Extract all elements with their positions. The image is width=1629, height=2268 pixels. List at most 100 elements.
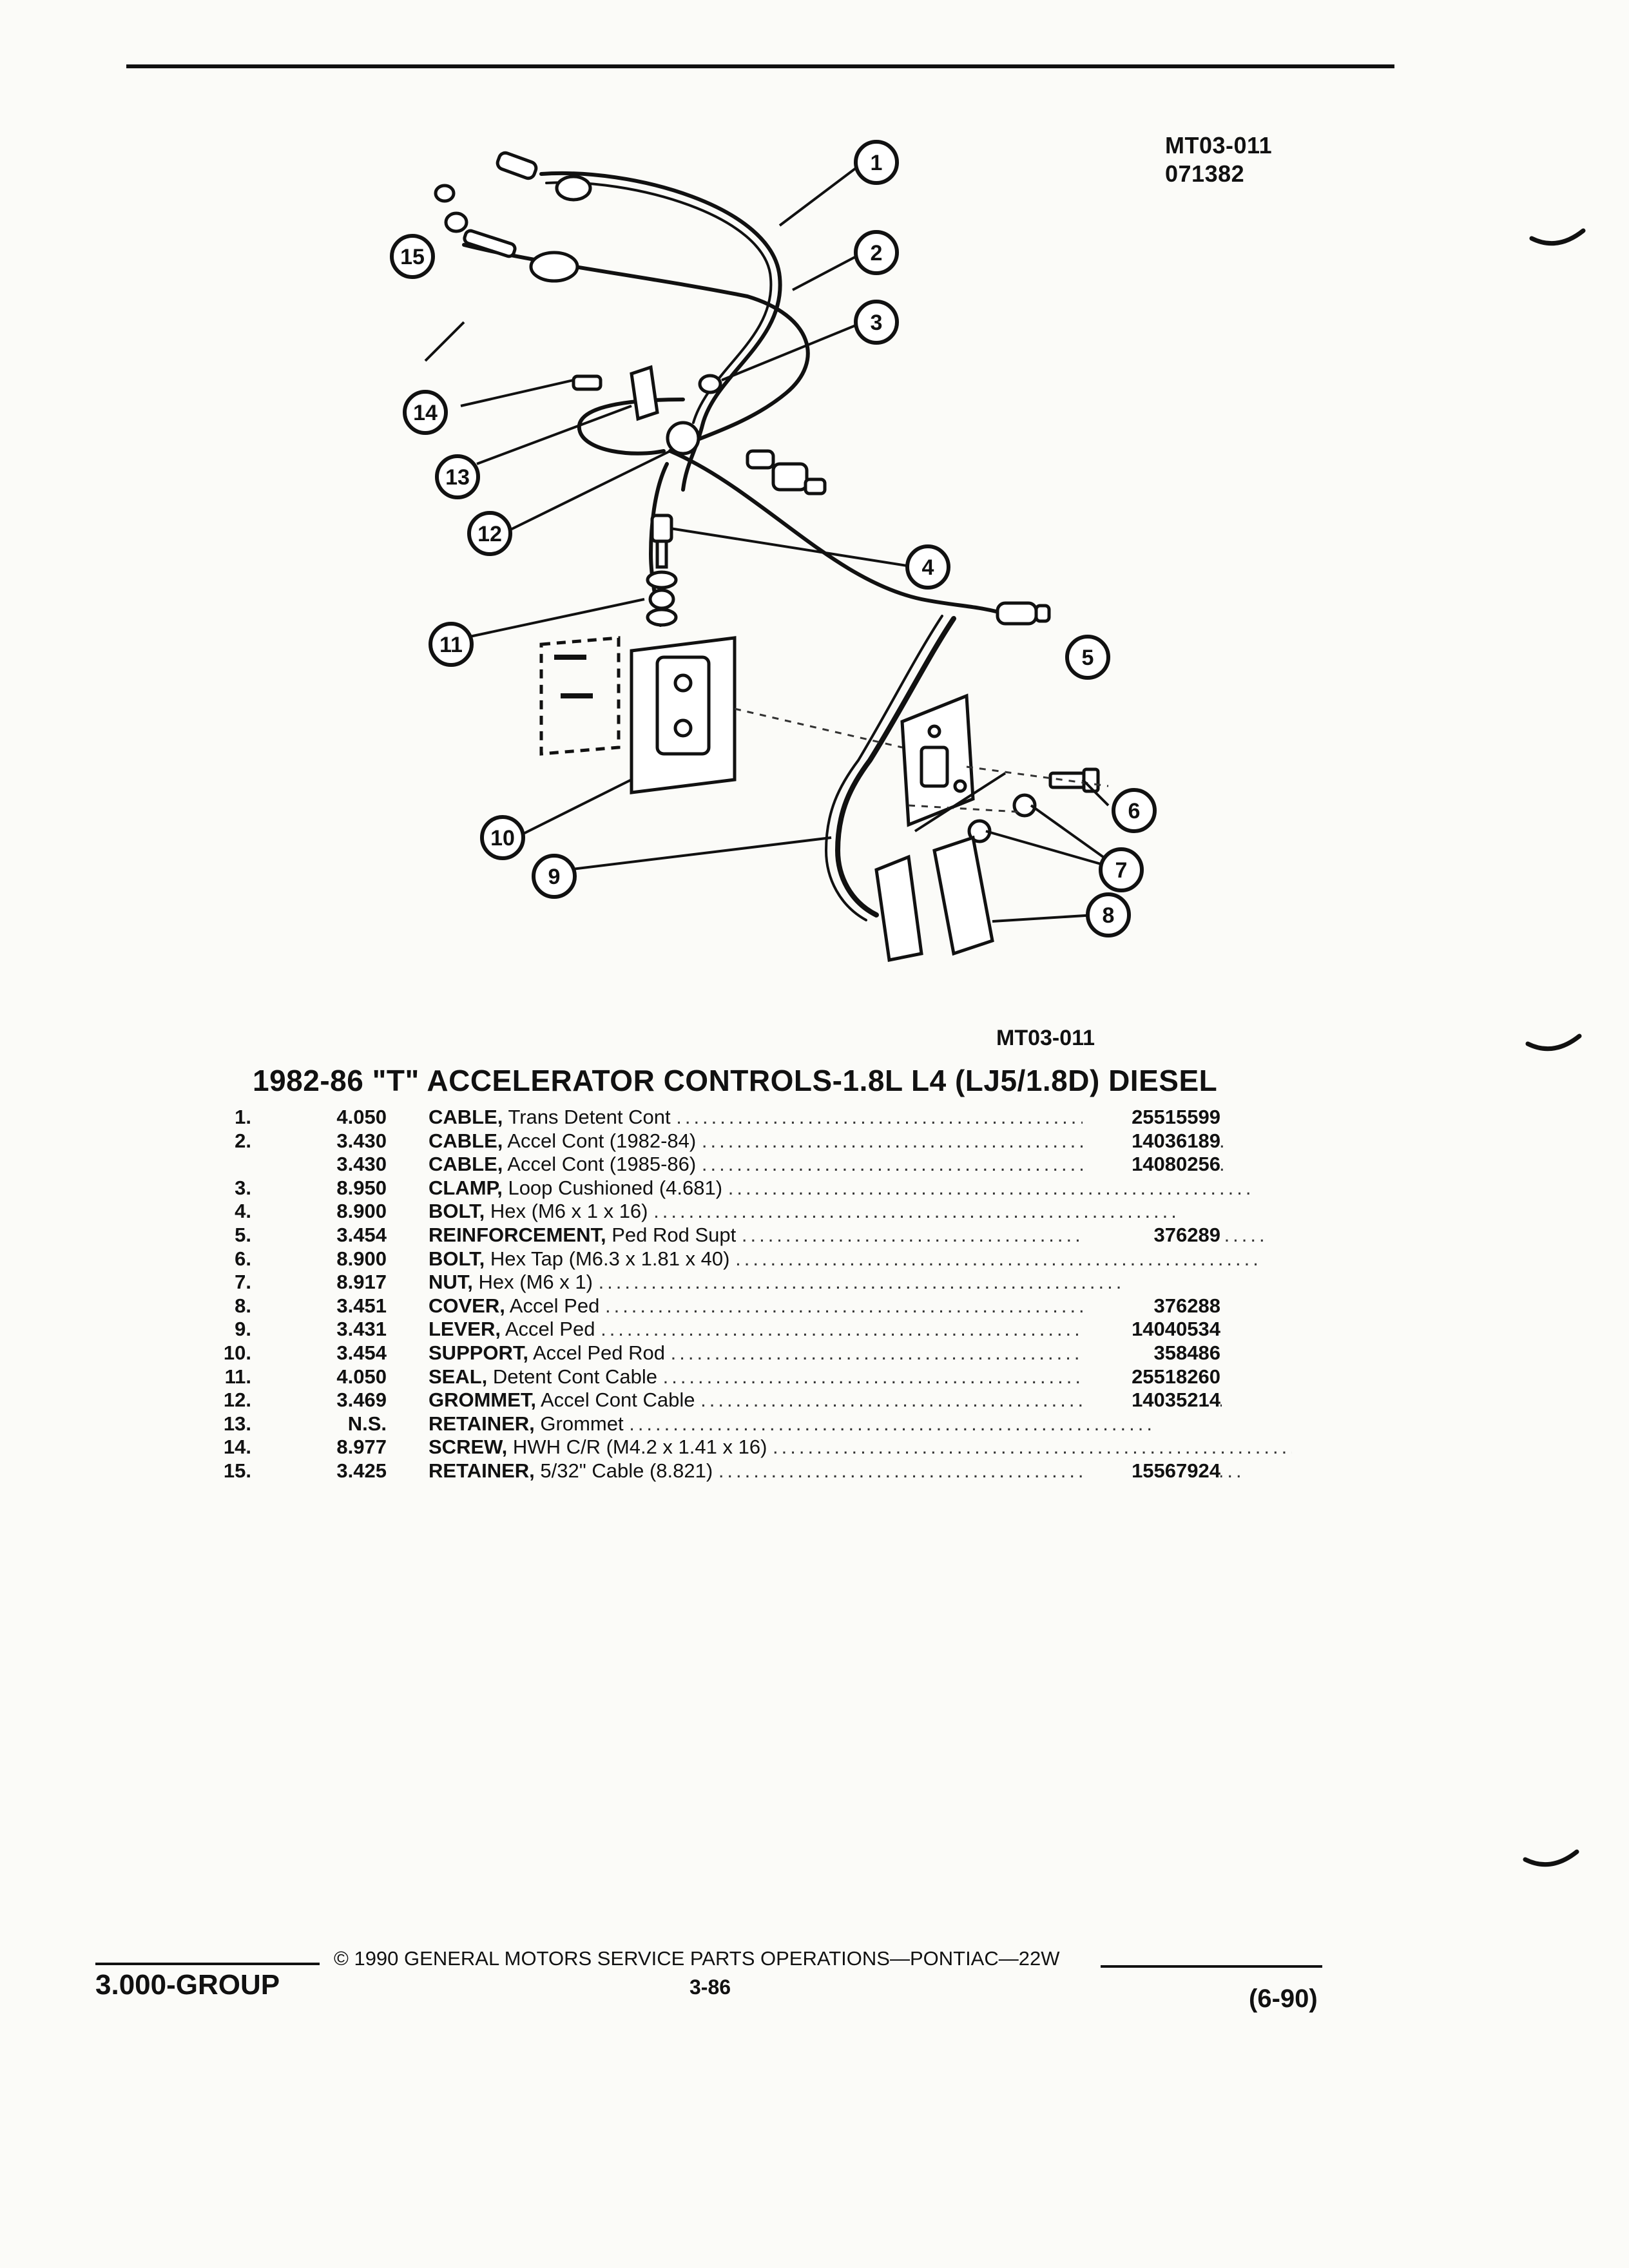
part-item-number: 12. [223,1389,251,1412]
part-name: NUT, [429,1271,473,1294]
part-name: BOLT, [429,1200,485,1223]
part-description: LEVER, Accel Ped .......................… [429,1318,1292,1341]
part-group-number: 3.431 [336,1318,387,1341]
callout-4 [905,544,950,590]
part-item-number: 6. [235,1247,251,1270]
part-detail: Accel Cont (1982-84) [507,1129,697,1152]
callout-1 [854,140,899,185]
part-group-number: 3.454 [336,1341,387,1364]
exploded-parts-diagram: 1 2 3 15 14 13 12 4 11 5 6 7 8 10 9 [390,140,1157,962]
leader-dots: ........................................… [728,1176,1255,1199]
part-detail: Detent Cont Cable [492,1365,657,1388]
part-group-number: 8.900 [336,1247,387,1270]
part-item-number: 13. [223,1412,251,1435]
part-number: 14035214 [1083,1389,1220,1412]
callout-12 [467,511,512,556]
part-detail: Ped Rod Supt [612,1223,737,1246]
part-detail: Hex (M6 x 1 x 16) [490,1200,648,1223]
part-number: 376289 [1083,1223,1220,1247]
callout-label-7: 7 [1115,858,1128,883]
part-number: 15567924 [1083,1459,1220,1483]
part-group-number: 8.917 [336,1271,387,1294]
part-description: CLAMP, Loop Cushioned (4.681) ..........… [429,1177,1292,1200]
leader-dots: ........................................… [629,1412,1155,1435]
top-rule [126,64,1394,68]
callout-14 [403,390,448,435]
pedal-support-bracket [630,636,737,794]
page-number: 3-86 [689,1975,731,1999]
footer-group: 3.000-GROUP [95,1969,280,2001]
part-name: SEAL, [429,1365,488,1388]
part-detail: Accel Ped [509,1294,600,1317]
part-number: 358486 [1083,1341,1220,1365]
part-group-number: 4.050 [336,1106,387,1128]
leader-dots: ........................................… [598,1271,1125,1294]
part-name: LEVER, [429,1318,501,1341]
margin-mark [1529,228,1586,246]
part-group-number: 8.900 [336,1200,387,1223]
callout-13 [435,454,480,499]
part-name: GROMMET, [429,1389,537,1412]
part-group-number: 3.469 [336,1389,387,1412]
callout-label-10: 10 [490,826,515,850]
callout-10 [480,815,525,860]
part-number: 25515599 [1083,1106,1220,1129]
part-name: RETAINER, [429,1412,535,1435]
part-name: BOLT, [429,1247,485,1270]
part-description: SCREW, HWH C/R (M4.2 x 1.41 x 16) ......… [429,1436,1292,1459]
part-item-number: 4. [235,1200,251,1223]
part-detail: Accel Cont Cable [540,1389,695,1412]
figure-caption: MT03-011 [996,1026,1095,1050]
callout-label-15: 15 [400,245,425,269]
pedal-lever [834,616,956,918]
part-description: RETAINER, Grommet ......................… [429,1412,1292,1436]
part-group-number: 8.950 [336,1176,387,1199]
part-item-number: 5. [235,1223,251,1246]
callout-6 [1112,788,1157,833]
footer-copyright: © 1990 GENERAL MOTORS SERVICE PARTS OPER… [334,1947,1060,1970]
callout-markers [390,140,1157,937]
part-number: 14036189 [1083,1129,1220,1153]
callout-label-11: 11 [439,633,463,657]
part-group-number: 3.430 [336,1129,387,1152]
part-detail: Accel Ped [505,1318,595,1341]
callout-5 [1065,635,1110,680]
part-item-number: 8. [235,1294,251,1317]
reference-number: MT03-011 071382 [1165,131,1272,188]
footer-rule-left [95,1963,320,1965]
pedal-pad-cover [932,835,994,956]
part-group-number: 3.451 [336,1294,387,1317]
part-detail: Trans Detent Cont [508,1106,671,1128]
part-description: COVER, Accel Ped .......................… [429,1294,1292,1318]
reference-line-1: MT03-011 [1165,132,1273,159]
part-name: CABLE, [429,1106,503,1128]
part-detail: Accel Ped Rod [532,1341,665,1364]
part-description: NUT, Hex (M6 x 1) ......................… [429,1271,1292,1294]
leader-dots: ........................................… [773,1436,1292,1459]
parts-list: 1. 4.050 CABLE, Trans Detent Cont ........… [219,1106,1292,1483]
callout-label-13: 13 [445,465,470,490]
part-group-number: 4.050 [336,1365,387,1388]
part-detail: Accel Cont (1985-86) [507,1153,697,1176]
part-group-number: N.S. [347,1412,387,1435]
callout-label-2: 2 [871,241,883,265]
reference-line-2: 071382 [1165,160,1245,187]
part-item-number: 15. [223,1459,251,1482]
section-title: 1982-86 "T" ACCELERATOR CONTROLS-1.8L L4… [253,1064,1218,1097]
part-number: 14040534 [1083,1318,1220,1341]
part-description: BOLT, Hex Tap (M6.3 x 1.81 x 40) .......… [429,1247,1292,1271]
leader-dots: ........................................… [735,1247,1262,1270]
callout-label-4: 4 [922,555,934,580]
part-description: BOLT, Hex (M6 x 1 x 16) ................… [429,1200,1292,1223]
part-detail: Grommet [540,1412,624,1435]
part-item-number: 14. [223,1436,251,1459]
part-item-number: 1. [235,1106,251,1128]
